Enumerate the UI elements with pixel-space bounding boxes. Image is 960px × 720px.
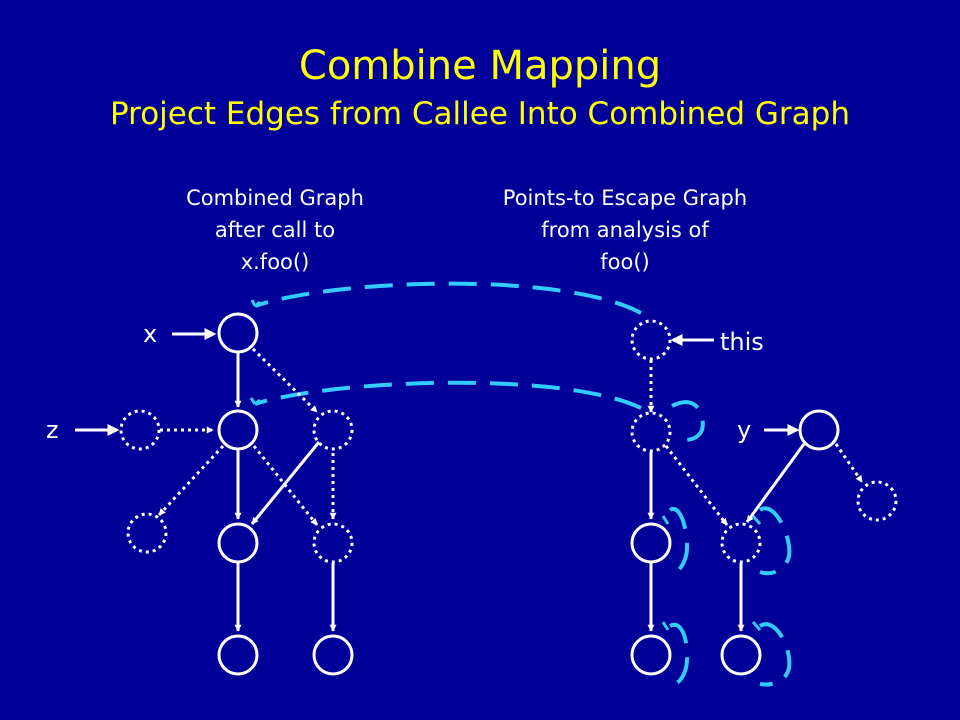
variable-y-label: y <box>737 416 752 444</box>
variable-this-label: this <box>720 328 764 356</box>
graph-node <box>630 522 672 564</box>
variable-z-label: z <box>46 416 59 444</box>
mapping-edge-this-to-x <box>254 281 642 315</box>
graph-node <box>217 522 259 564</box>
mapping-loop <box>667 506 689 575</box>
graph-node <box>720 634 762 676</box>
graph-node <box>217 409 259 451</box>
caption-line: Combined Graph <box>186 186 364 210</box>
mapping-loop <box>758 622 792 687</box>
caption-line: Points-to Escape Graph <box>502 186 748 210</box>
combined-graph-caption: Combined Graph after call to x.foo() <box>160 182 390 278</box>
graph-node <box>312 634 354 676</box>
graph-node <box>217 312 259 354</box>
graph-node <box>217 634 259 676</box>
caption-line: after call to <box>214 218 336 242</box>
dotted-graph-node <box>720 522 762 564</box>
dotted-graph-node <box>126 512 168 554</box>
escape-graph-caption: Points-to Escape Graph from analysis of … <box>470 182 780 278</box>
dotted-graph-node <box>630 411 672 453</box>
slide-title: Combine Mapping <box>298 43 662 89</box>
caption-line: foo() <box>600 250 650 274</box>
graph-node <box>798 409 840 451</box>
dotted-graph-node <box>312 522 354 564</box>
mapping-loop <box>667 622 690 687</box>
slide-subtitle: Project Edges from Callee Into Combined … <box>109 96 850 132</box>
dotted-graph-node <box>856 480 898 522</box>
graph-node <box>630 634 672 676</box>
dotted-graph-node <box>630 319 672 361</box>
dotted-graph-node <box>312 409 354 451</box>
mapping-loop <box>758 506 792 576</box>
caption-line: from analysis of <box>541 218 709 242</box>
mapping-loop <box>671 400 705 442</box>
mapping-edge-node-to-node <box>254 380 642 410</box>
variable-x-label: x <box>143 320 158 348</box>
caption-line: x.foo() <box>240 250 310 274</box>
dotted-graph-node <box>119 409 161 451</box>
